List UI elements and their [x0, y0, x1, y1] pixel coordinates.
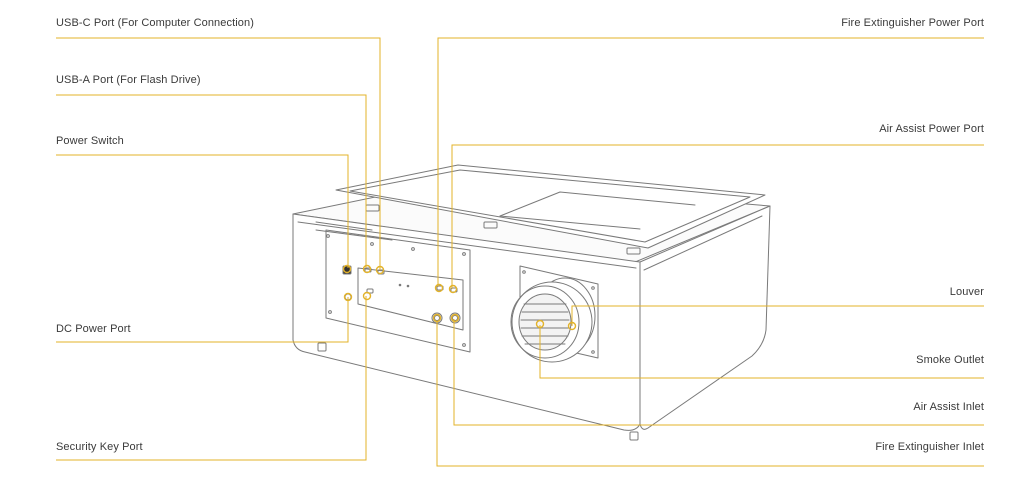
- marker-fire-extinguisher-power-port: [434, 283, 444, 293]
- callout-smoke-outlet: Smoke Outlet: [916, 354, 984, 366]
- marker-fire-extinguisher-inlet: [432, 313, 442, 323]
- marker-power-switch: [342, 264, 352, 274]
- marker-air-assist-power-port: [448, 284, 458, 294]
- marker-dc-power-port: [343, 292, 353, 302]
- device-body: [292, 164, 771, 441]
- callout-air-assist-power-port: Air Assist Power Port: [879, 123, 984, 135]
- leader-usb-c-port: [56, 37, 381, 270]
- marker-smoke-outlet: [535, 319, 545, 329]
- marker-air-assist-inlet: [450, 313, 460, 323]
- callout-fire-extinguisher-inlet: Fire Extinguisher Inlet: [875, 441, 984, 453]
- marker-usb-a-port: [362, 264, 372, 274]
- callout-usb-c-port: USB-C Port (For Computer Connection): [56, 17, 254, 29]
- leader-power-switch: [56, 154, 349, 268]
- callout-fire-extinguisher-power-port: Fire Extinguisher Power Port: [841, 17, 984, 29]
- marker-security-key-port: [362, 291, 372, 301]
- leader-lines: [56, 37, 984, 467]
- marker-louver: [567, 321, 577, 331]
- callout-dc-power-port: DC Power Port: [56, 323, 131, 335]
- leader-fire-extinguisher-power-port: [437, 37, 984, 287]
- port-markers: [342, 264, 577, 331]
- callout-power-switch: Power Switch: [56, 135, 124, 147]
- marker-usb-c-port: [375, 265, 385, 275]
- callout-louver: Louver: [949, 286, 984, 298]
- leader-usb-a-port: [56, 94, 367, 268]
- leader-air-assist-inlet: [453, 319, 984, 426]
- callout-usb-a-port: USB-A Port (For Flash Drive): [56, 74, 201, 86]
- callout-air-assist-inlet: Air Assist Inlet: [913, 401, 984, 413]
- leader-fire-extinguisher-inlet: [436, 321, 984, 467]
- leader-air-assist-power-port: [451, 144, 984, 289]
- callout-security-key-port: Security Key Port: [56, 441, 143, 453]
- leader-dc-power-port: [56, 297, 349, 343]
- leader-security-key-port: [56, 296, 367, 461]
- leader-louver: [571, 305, 984, 326]
- leader-smoke-outlet: [539, 325, 984, 379]
